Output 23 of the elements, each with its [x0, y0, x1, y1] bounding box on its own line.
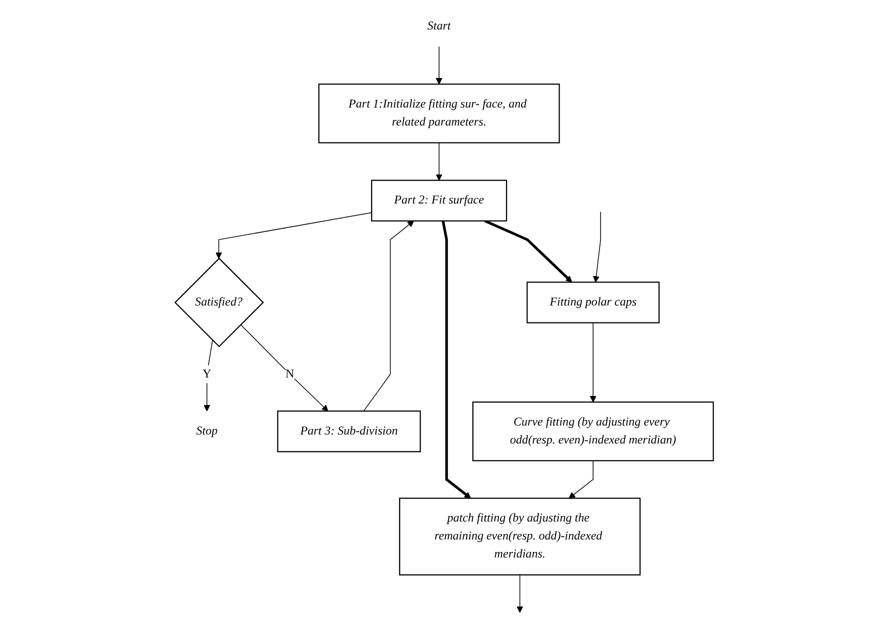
node-text: Start	[427, 20, 451, 32]
arrow	[436, 142, 442, 181]
node-diamond: Satisfied?	[174, 258, 264, 348]
node-box: patch fitting (by adjusting the remaining even(resp. odd)-indexed meridians.	[399, 498, 641, 576]
node-box: Curve fitting (by adjusting every odd(resp. even)-indexed meridian)	[472, 402, 714, 462]
arrow	[240, 324, 328, 412]
arrow	[436, 46, 442, 84]
node-box: Part 1:Initialize fitting sur- face, and related parameters.	[318, 84, 560, 144]
arrow	[363, 220, 414, 412]
arrow	[590, 322, 596, 402]
arrow	[568, 460, 594, 499]
arrow	[442, 220, 471, 499]
arrow	[592, 212, 601, 282]
node-text: Stop	[196, 424, 218, 438]
arrow	[484, 220, 572, 282]
arrow	[215, 212, 372, 259]
node-box: Part 3: Sub-division	[277, 410, 421, 452]
arrow	[204, 340, 213, 412]
node-box: Fitting polar caps	[526, 282, 660, 324]
arrow	[516, 574, 524, 613]
edge-label: N	[285, 368, 294, 380]
node-box: Part 2: Fit surface	[371, 180, 508, 222]
edge-label: Y	[202, 368, 212, 380]
